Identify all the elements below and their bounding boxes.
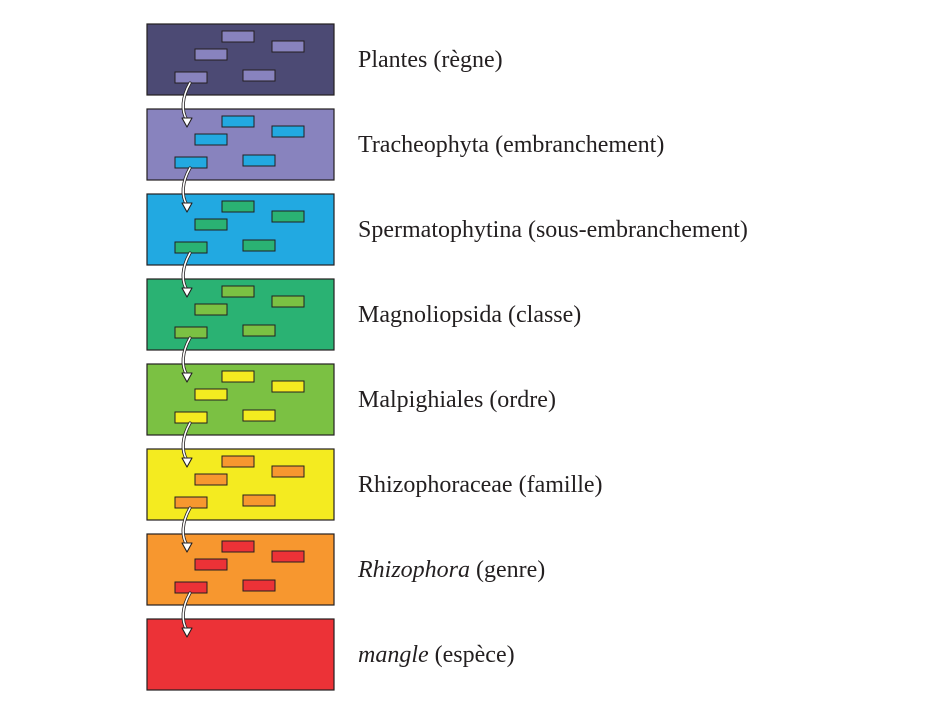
arrow-down-icon <box>181 591 193 638</box>
sub-taxon-rect <box>194 473 228 486</box>
taxon-rank: (sous-embranchement) <box>521 217 748 243</box>
sub-taxon-rect <box>174 496 208 509</box>
rank-box-2 <box>146 193 335 266</box>
sub-taxon-rect <box>271 550 305 563</box>
taxon-rank: (genre) <box>470 557 546 583</box>
sub-taxon-rect <box>221 30 255 43</box>
rank-label-7: mangle (espèce) <box>358 641 515 669</box>
sub-taxon-rect <box>174 581 208 594</box>
sub-taxon-rect <box>194 558 228 571</box>
rank-label-0: Plantes (règne) <box>358 46 503 74</box>
sub-taxon-rect <box>271 380 305 393</box>
sub-taxon-rect <box>194 133 228 146</box>
rank-boxes <box>146 23 335 691</box>
sub-taxon-rect <box>221 540 255 553</box>
taxon-rank: (ordre) <box>483 387 556 413</box>
taxon-rank: (embranchement) <box>489 132 665 158</box>
taxon-name: Tracheophyta <box>358 132 490 158</box>
arrow-down-icon <box>181 421 193 468</box>
taxon-rank: (classe) <box>502 302 582 328</box>
sub-taxon-rect <box>242 494 276 507</box>
sub-taxon-rect <box>194 388 228 401</box>
rank-label-5: Rhizophoraceae (famille) <box>358 471 603 499</box>
rank-box-background <box>146 618 335 691</box>
sub-taxon-rect <box>242 324 276 337</box>
sub-taxon-rect <box>221 370 255 383</box>
rank-box-1 <box>146 108 335 181</box>
sub-taxon-rect <box>242 409 276 422</box>
sub-taxon-rect <box>242 154 276 167</box>
sub-taxon-rect <box>221 115 255 128</box>
arrow-down-icon <box>181 251 193 298</box>
arrow-down-icon <box>181 336 193 383</box>
sub-taxon-rect <box>221 455 255 468</box>
rank-label-1: Tracheophyta (embranchement) <box>358 131 664 159</box>
rank-box-0 <box>146 23 335 96</box>
taxon-name: Malpighiales <box>358 387 484 413</box>
sub-taxon-rect <box>174 326 208 339</box>
rank-label-6: Rhizophora (genre) <box>358 556 545 584</box>
sub-taxon-rect <box>174 241 208 254</box>
sub-taxon-rect <box>221 200 255 213</box>
sub-taxon-rect <box>221 285 255 298</box>
arrow-down-icon <box>181 166 193 213</box>
sub-taxon-rect <box>242 239 276 252</box>
sub-taxon-rect <box>174 156 208 169</box>
taxon-rank: (famille) <box>512 472 603 498</box>
sub-taxon-rect <box>242 579 276 592</box>
taxon-name: Rhizophora <box>358 557 471 583</box>
sub-taxon-rect <box>194 303 228 316</box>
sub-taxon-rect <box>174 411 208 424</box>
rank-box-6 <box>146 533 335 606</box>
sub-taxon-rect <box>194 48 228 61</box>
rank-label-4: Malpighiales (ordre) <box>358 386 556 414</box>
sub-taxon-rect <box>271 210 305 223</box>
rank-label-2: Spermatophytina (sous-embranchement) <box>358 216 748 244</box>
sub-taxon-rect <box>242 69 276 82</box>
rank-box-5 <box>146 448 335 521</box>
taxon-name: Magnoliopsida <box>358 302 502 328</box>
arrow-down-icon <box>181 81 193 128</box>
taxon-name: Spermatophytina <box>358 217 522 243</box>
taxon-name: Plantes <box>358 47 428 73</box>
sub-taxon-rect <box>271 40 305 53</box>
taxon-rank: (règne) <box>427 47 503 73</box>
sub-taxon-rect <box>194 218 228 231</box>
rank-box-4 <box>146 363 335 436</box>
rank-box-3 <box>146 278 335 351</box>
sub-taxon-rect <box>174 71 208 84</box>
taxon-rank: (espèce) <box>428 642 515 668</box>
rank-label-3: Magnoliopsida (classe) <box>358 301 581 329</box>
rank-arrows <box>181 81 193 638</box>
arrow-down-icon <box>181 506 193 553</box>
rank-box-7 <box>146 618 335 691</box>
sub-taxon-rect <box>271 465 305 478</box>
sub-taxon-rect <box>271 295 305 308</box>
sub-taxon-rect <box>271 125 305 138</box>
taxon-name: mangle <box>358 642 429 668</box>
taxon-name: Rhizophoraceae <box>358 472 513 498</box>
